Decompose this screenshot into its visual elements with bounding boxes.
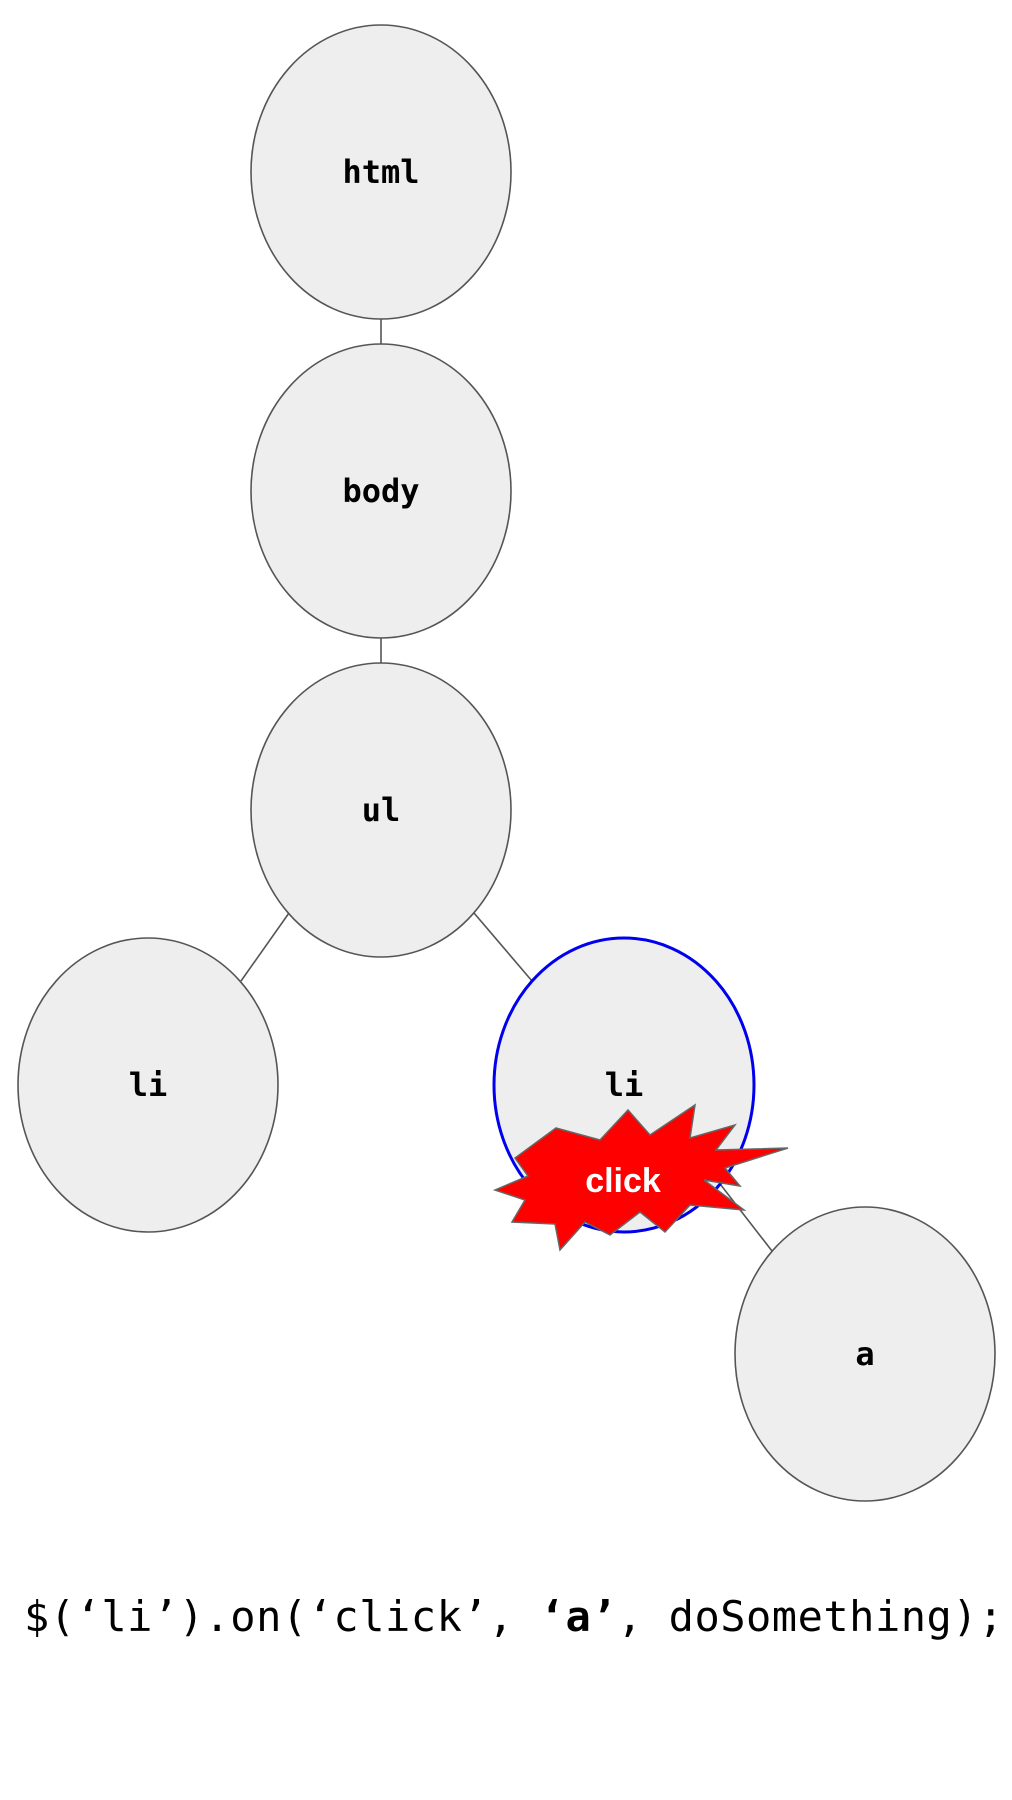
node-body-label: body (342, 472, 419, 510)
node-body: body (250, 343, 512, 639)
code-prefix: $(‘li’).on(‘click’, (24, 1592, 540, 1641)
node-li-right-label: li (605, 1066, 644, 1104)
node-li-left-label: li (129, 1066, 168, 1104)
node-html: html (250, 24, 512, 320)
node-li-left: li (17, 937, 279, 1233)
edge-ul-li-left (240, 912, 290, 982)
node-ul: ul (250, 662, 512, 958)
click-burst: click (492, 1103, 789, 1252)
node-a: a (734, 1206, 996, 1502)
node-ul-label: ul (362, 791, 401, 829)
dom-tree-diagram: html body ul li li a click (17, 24, 996, 1502)
code-snippet: $(‘li’).on(‘click’, ‘a’, doSomething); (24, 1592, 1004, 1641)
edge-li-a (716, 1179, 773, 1252)
code-suffix: , doSomething); (617, 1592, 1004, 1641)
node-html-label: html (342, 153, 419, 191)
code-selector: ‘a’ (539, 1592, 618, 1641)
edge-ul-li-right (473, 912, 533, 982)
click-burst-label: click (585, 1162, 661, 1200)
click-burst-shape (492, 1103, 789, 1252)
node-a-label: a (855, 1335, 874, 1373)
